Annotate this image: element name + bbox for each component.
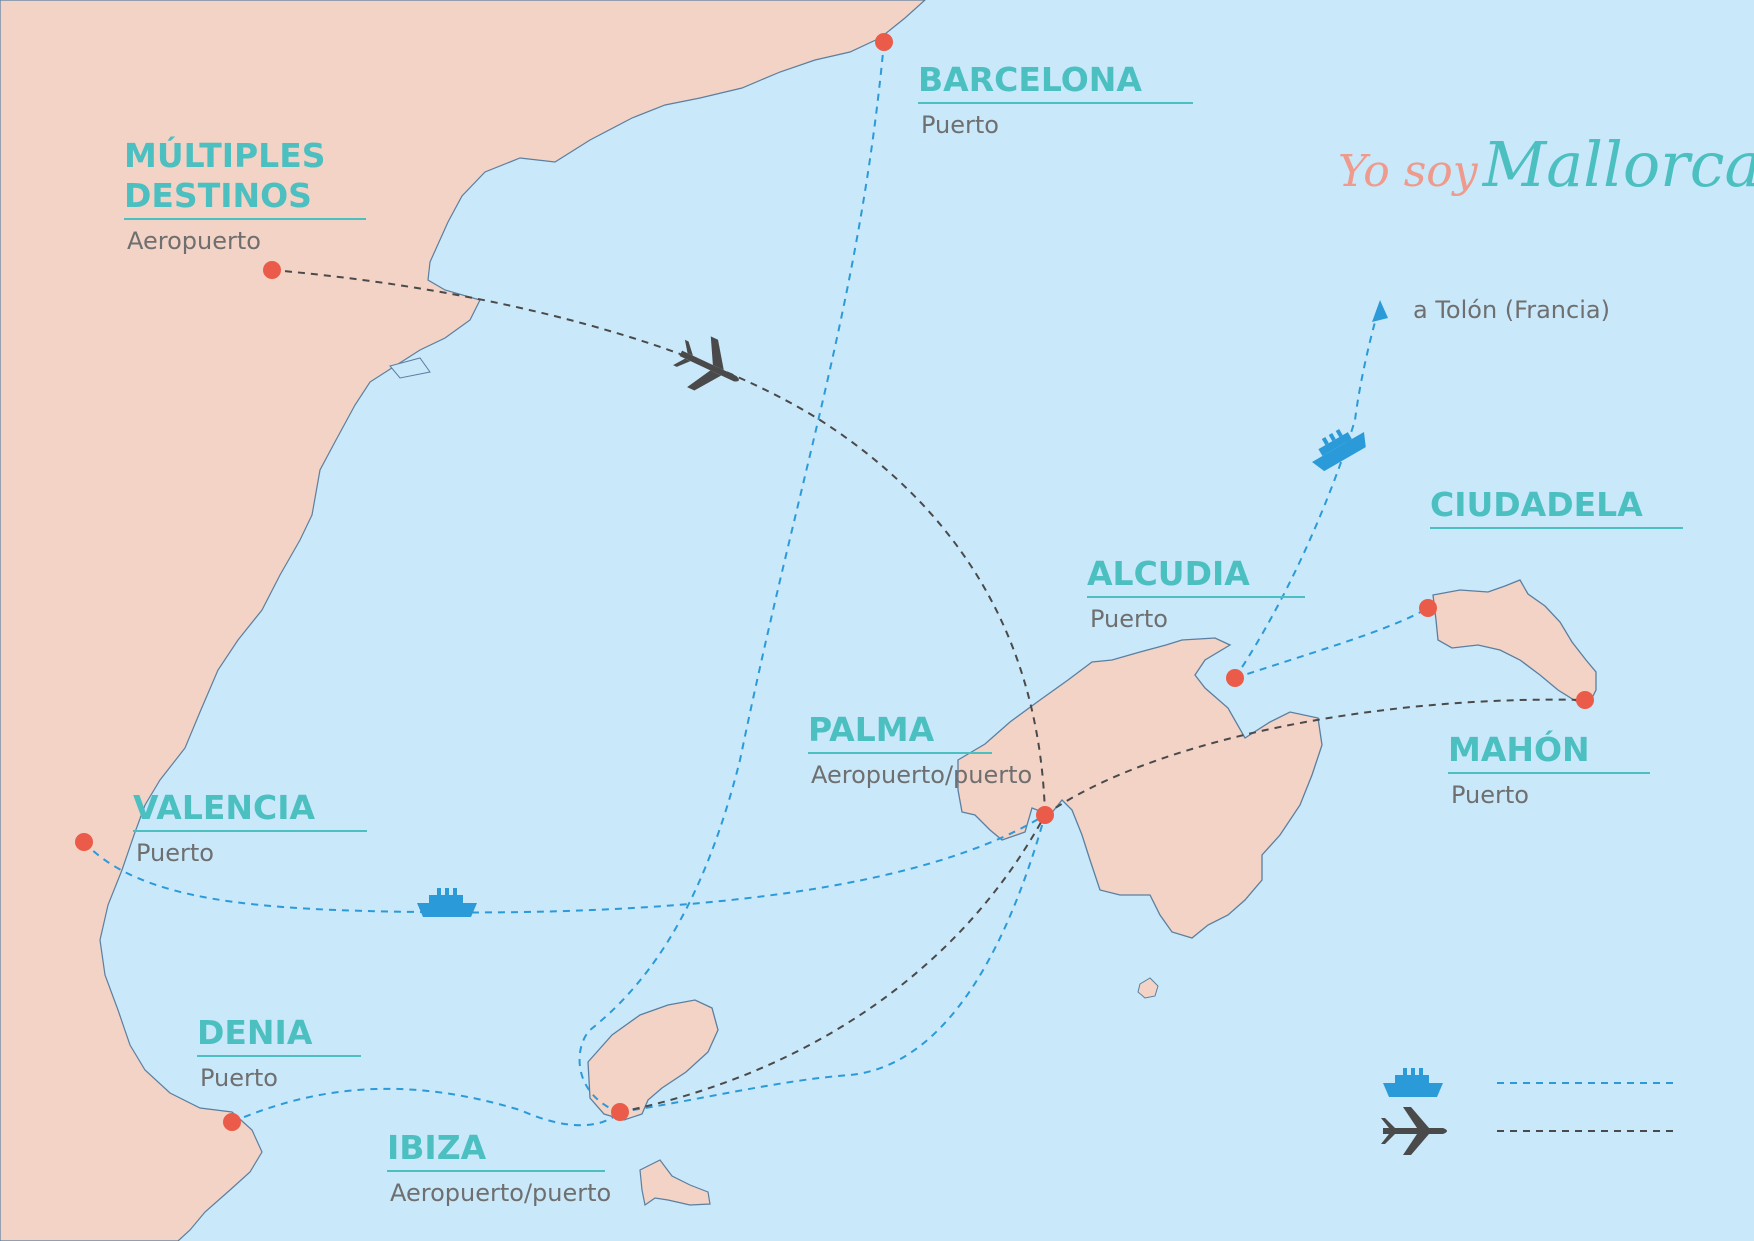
dot-barcelona[interactable]: [875, 33, 893, 51]
dot-valencia[interactable]: [75, 833, 93, 851]
legend-airplane-icon: [1381, 1107, 1447, 1155]
label-multiples-destinos[interactable]: MÚLTIPLES DESTINOS Aeropuerto: [124, 136, 366, 258]
airplane-icon: [673, 336, 739, 391]
place-name: VALENCIA: [133, 788, 367, 832]
label-denia[interactable]: DENIA Puerto: [197, 1013, 361, 1095]
ship-icon: [417, 888, 477, 917]
ferry-route-ibiza-palma: [619, 814, 1046, 1113]
place-type: Puerto: [1451, 781, 1529, 809]
dot-ibiza[interactable]: [611, 1103, 629, 1121]
label-valencia[interactable]: VALENCIA Puerto: [133, 788, 367, 870]
mainland-spain: [0, 0, 926, 1241]
flight-route-ibiza-palma: [619, 814, 1046, 1113]
logo-part1: Yo soy: [1338, 146, 1478, 197]
label-ciudadela[interactable]: CIUDADELA: [1430, 485, 1683, 529]
albufera-lagoon: [389, 357, 431, 379]
dot-mahon[interactable]: [1576, 691, 1594, 709]
place-type: Puerto: [1090, 605, 1168, 633]
logo: Yo soy Mallorca: [1338, 128, 1754, 201]
ferry-route-denia-ibiza: [231, 1087, 621, 1127]
place-type: Puerto: [136, 839, 214, 867]
ferry-route-alcudia-ciudadela: [1234, 607, 1429, 679]
place-type: Aeropuerto/puerto: [811, 761, 1033, 789]
flight-route-palma-mahon: [1044, 698, 1586, 816]
place-name: ALCUDIA: [1087, 554, 1305, 598]
port-dots: [75, 33, 1594, 1131]
place-name: MÚLTIPLES DESTINOS: [124, 136, 366, 220]
dot-multiples[interactable]: [263, 261, 281, 279]
legend: [1381, 1068, 1675, 1155]
place-type: Aeropuerto/puerto: [390, 1179, 612, 1207]
place-name: MAHÓN: [1448, 730, 1650, 774]
label-palma[interactable]: PALMA Aeropuerto/puerto: [808, 710, 1033, 792]
ferry-route-barcelona-ibiza: [578, 41, 885, 1113]
place-name: BARCELONA: [918, 60, 1193, 104]
destination-tolon-label: a Tolón (Francia): [1413, 296, 1610, 324]
place-type: Puerto: [921, 111, 999, 139]
arrow-tolon-icon: [1372, 300, 1388, 322]
dot-palma[interactable]: [1036, 806, 1054, 824]
legend-flight: [1381, 1107, 1675, 1155]
legend-ferry: [1383, 1068, 1675, 1097]
logo-part2: Mallorca: [1482, 128, 1754, 201]
cabrera-island: [1137, 977, 1159, 999]
place-type: Aeropuerto: [127, 227, 261, 255]
dot-denia[interactable]: [223, 1113, 241, 1131]
label-alcudia[interactable]: ALCUDIA Puerto: [1087, 554, 1305, 636]
place-type: Puerto: [200, 1064, 278, 1092]
menorca-island: [1432, 579, 1597, 707]
legend-ship-icon: [1383, 1068, 1443, 1097]
place-name: DENIA: [197, 1013, 361, 1057]
formentera-island: [639, 1159, 711, 1207]
label-barcelona[interactable]: BARCELONA Puerto: [918, 60, 1193, 142]
dot-ciudadela[interactable]: [1419, 599, 1437, 617]
place-name: PALMA: [808, 710, 992, 754]
flight-route-multiples-palma: [271, 269, 1046, 816]
dot-alcudia[interactable]: [1226, 669, 1244, 687]
place-name: IBIZA: [387, 1128, 605, 1172]
label-ibiza[interactable]: IBIZA Aeropuerto/puerto: [387, 1128, 612, 1210]
label-mahon[interactable]: MAHÓN Puerto: [1448, 730, 1650, 812]
ship-icon: [1312, 429, 1366, 472]
flight-routes: [271, 269, 1586, 1113]
place-name: CIUDADELA: [1430, 485, 1683, 529]
